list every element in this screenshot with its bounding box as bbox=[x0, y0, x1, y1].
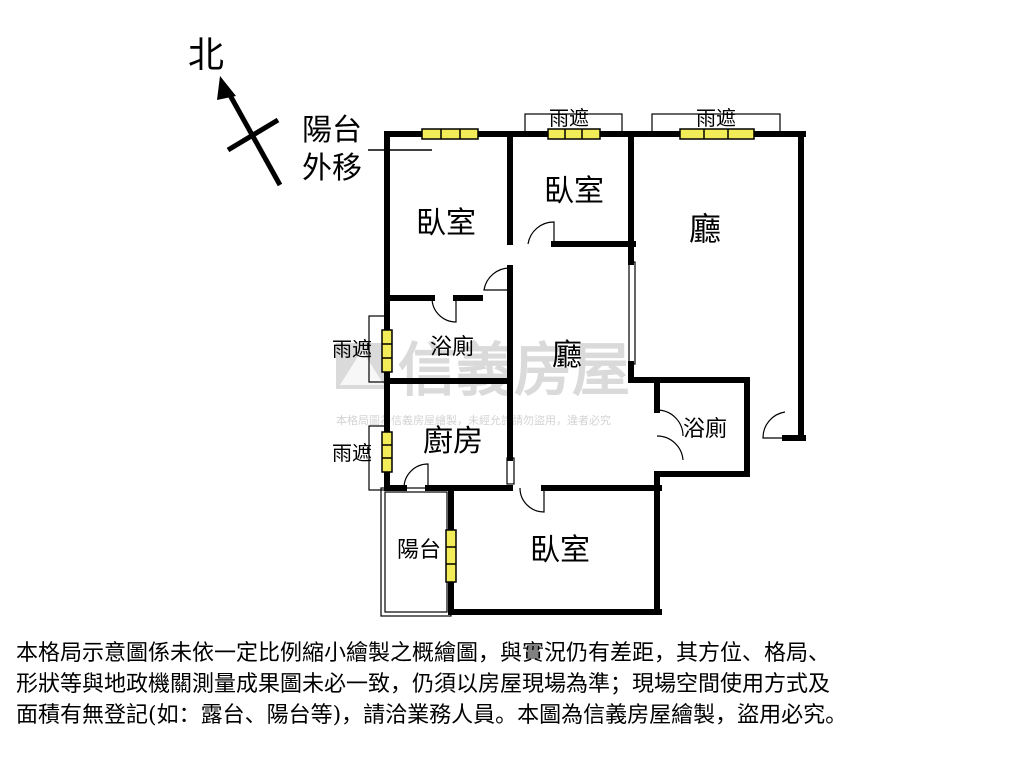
room-bath-e: 浴廁 bbox=[683, 417, 727, 442]
disclaimer-line-1: 本格局示意圖係未依一定比例縮小繪製之概繪圖，與實況仍有差距，其方位、格局、 bbox=[16, 641, 831, 666]
north-label: 北 bbox=[188, 35, 224, 76]
north-arrow-icon: 北 bbox=[188, 35, 283, 187]
sliding-door bbox=[506, 261, 636, 485]
disclaimer-line-3: 面積有無登記(如：露台、陽台等)，請洽業務人員。本圖為信義房屋繪製，盜用必究。 bbox=[16, 703, 848, 728]
watermark-small-text: 本格局圖為信義房屋繪製，未經允許請勿盜用，違者必究 bbox=[336, 413, 611, 427]
room-living-ne: 廳 bbox=[689, 210, 721, 248]
floor-plan: 信義房屋 本格局圖為信義房屋繪製，未經允許請勿盜用，違者必究 北 陽台 外移 bbox=[188, 35, 806, 617]
room-bath-w: 浴廁 bbox=[430, 335, 474, 360]
canopy-label-west-lower: 雨遮 bbox=[332, 441, 372, 465]
disclaimer-line-2: 形狀等與地政機關測量成果圖未必一致，仍須以房屋現場為準；現場空間使用方式及 bbox=[16, 672, 831, 697]
watermark: 信義房屋 本格局圖為信義房屋繪製，未經允許請勿盜用，違者必究 bbox=[336, 336, 630, 427]
room-bedroom-s: 臥室 bbox=[530, 533, 590, 568]
room-bedroom-n: 臥室 bbox=[544, 174, 604, 209]
balcony-note-line1: 陽台 bbox=[302, 113, 362, 148]
balcony-note: 陽台 外移 bbox=[302, 113, 432, 186]
canopy-label-west-upper: 雨遮 bbox=[332, 337, 372, 361]
doors bbox=[403, 221, 786, 513]
walls bbox=[384, 131, 806, 615]
room-balcony: 陽台 bbox=[397, 538, 441, 563]
watermark-logo-icon bbox=[336, 343, 388, 389]
room-kitchen: 廚房 bbox=[423, 424, 483, 459]
room-living-center: 廳 bbox=[552, 338, 582, 373]
disclaimer: 本格局示意圖係未依一定比例縮小繪製之概繪圖，與實況仍有差距，其方位、格局、 形狀… bbox=[16, 638, 1016, 731]
windows bbox=[381, 128, 755, 583]
canopy-label-north-middle: 雨遮 bbox=[549, 106, 589, 130]
balcony-note-line2: 外移 bbox=[302, 151, 362, 186]
canopy-label-north-east: 雨遮 bbox=[696, 106, 736, 130]
watermark-logo-text: 信義房屋 bbox=[398, 336, 630, 404]
room-bedroom-nw: 臥室 bbox=[416, 206, 476, 241]
